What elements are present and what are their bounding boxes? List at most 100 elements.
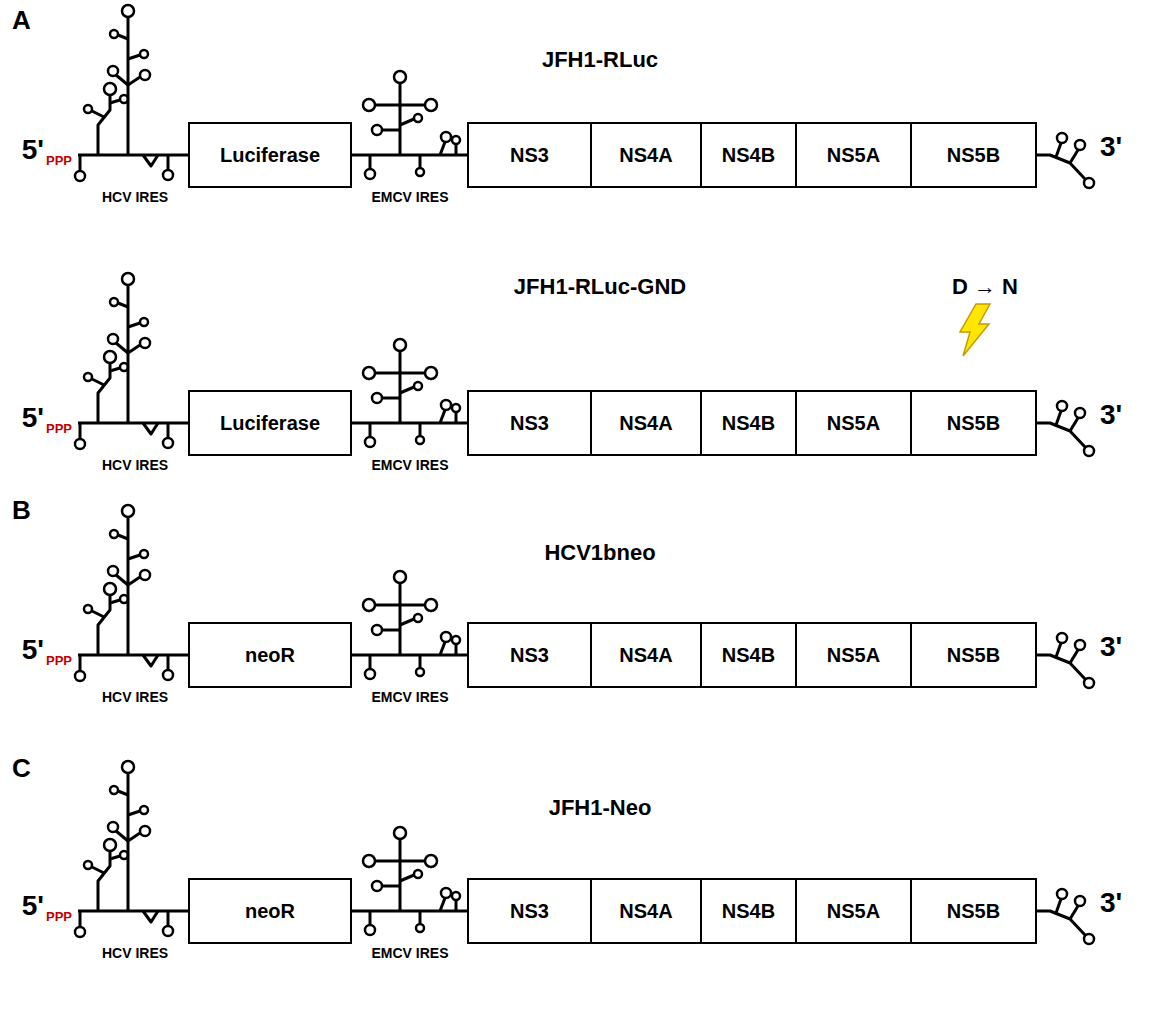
rna-strand <box>1070 150 1078 163</box>
stem-loop <box>140 318 148 326</box>
stem-loop <box>140 70 150 80</box>
mutation-label: D → N <box>952 274 1018 299</box>
stem-loop <box>122 273 134 285</box>
gene-label: NS4A <box>619 900 672 923</box>
stem-loop <box>416 168 424 176</box>
stem-loop <box>163 926 173 936</box>
rna-strand <box>1056 643 1061 657</box>
rna-strand <box>399 839 402 911</box>
stem-loop <box>110 298 118 306</box>
rna-strand <box>78 910 188 913</box>
stem-loop <box>1084 934 1094 944</box>
rna-strand <box>110 600 120 603</box>
rna-strand <box>382 129 400 132</box>
gene-box: NS3 <box>467 878 592 944</box>
triphosphate-label: PPP <box>46 422 72 437</box>
stem-loop <box>140 50 148 58</box>
three-prime-end: 3' <box>1100 399 1122 431</box>
linker-strand <box>352 910 467 913</box>
gene-box: NS5B <box>910 390 1037 456</box>
gene-label: NS5B <box>947 644 1000 667</box>
stem-loop <box>414 614 422 622</box>
rna-strand <box>382 629 400 632</box>
gene-box: NS3 <box>467 622 592 688</box>
rna-strand <box>128 55 140 59</box>
stem-loop <box>372 625 382 635</box>
rna-strand <box>375 372 425 375</box>
gene-label: NS5A <box>827 900 880 923</box>
stem-loop <box>1075 408 1085 418</box>
gene-box: NS4B <box>700 390 797 456</box>
rna-strand <box>116 575 128 585</box>
three-prime-end: 3' <box>1100 131 1122 163</box>
stem-loop <box>441 132 451 142</box>
gene-label: NS4A <box>619 144 672 167</box>
gene-box: NS5A <box>795 878 912 944</box>
construct-title: HCV1bneo <box>544 540 655 565</box>
gene-label: NS3 <box>510 900 549 923</box>
stem-loop <box>452 136 460 144</box>
stem-loop <box>122 505 134 517</box>
rna-strand <box>128 555 140 559</box>
ires-label: HCV IRES <box>102 189 168 205</box>
rna-strand <box>440 410 445 423</box>
stem-loop <box>365 437 375 447</box>
gene-box: NS4A <box>590 390 702 456</box>
rna-strand <box>79 423 82 439</box>
rna-strand <box>1056 899 1061 913</box>
rna-strand <box>1070 418 1078 431</box>
rna-strand <box>118 791 128 795</box>
rna-strand <box>98 95 110 155</box>
gene-label: neoR <box>245 644 295 667</box>
stem-loop <box>140 826 150 836</box>
five-prime-end: 5' <box>22 634 44 666</box>
gene-label: neoR <box>245 900 295 923</box>
rna-strand <box>143 655 158 666</box>
linker-strand <box>352 422 467 425</box>
rna-strand <box>79 655 82 671</box>
construct-art <box>75 273 1094 456</box>
rna-strand <box>116 831 128 841</box>
rna-strand <box>116 75 128 85</box>
panel-letter: C <box>12 754 31 784</box>
rna-strand <box>369 423 372 437</box>
rna-strand <box>399 351 402 423</box>
gene-box: NS4B <box>700 622 797 688</box>
rna-strand <box>118 303 128 307</box>
stem-loop <box>108 566 118 576</box>
stem-loop <box>1084 446 1094 456</box>
stem-loop <box>110 30 118 38</box>
construct-title: JFH1-RLuc-GND <box>514 274 686 299</box>
five-prime-end: 5' <box>22 890 44 922</box>
stem-loop <box>452 404 460 412</box>
rna-strand <box>92 379 104 385</box>
stem-loop <box>108 334 118 344</box>
rna-strand <box>1070 906 1078 919</box>
gene-label: NS5B <box>947 144 1000 167</box>
rna-strand <box>399 83 402 155</box>
rna-strand <box>128 77 140 85</box>
construct-art <box>75 5 1094 188</box>
stem-loop <box>365 669 375 679</box>
ires-label: EMCV IRES <box>371 945 448 961</box>
gene-box: NS4B <box>700 122 797 188</box>
stem-loop <box>414 382 422 390</box>
rna-strand <box>118 35 128 39</box>
stem-loop <box>104 583 116 595</box>
gene-box: NS5B <box>910 622 1037 688</box>
stem-loop <box>84 373 92 381</box>
stem-loop <box>425 599 437 611</box>
stem-loop <box>372 881 382 891</box>
rna-strand <box>79 155 82 171</box>
rna-strand <box>128 811 140 815</box>
stem-loop <box>394 827 406 839</box>
construct-art <box>75 761 1094 944</box>
rna-strand <box>440 142 445 155</box>
stem-loop <box>122 5 134 17</box>
rna-strand <box>128 345 140 353</box>
stem-loop <box>425 367 437 379</box>
triphosphate-label: PPP <box>46 910 72 925</box>
three-prime-end: 3' <box>1100 887 1122 919</box>
rna-strand <box>375 604 425 607</box>
rna-strand <box>1035 655 1085 679</box>
